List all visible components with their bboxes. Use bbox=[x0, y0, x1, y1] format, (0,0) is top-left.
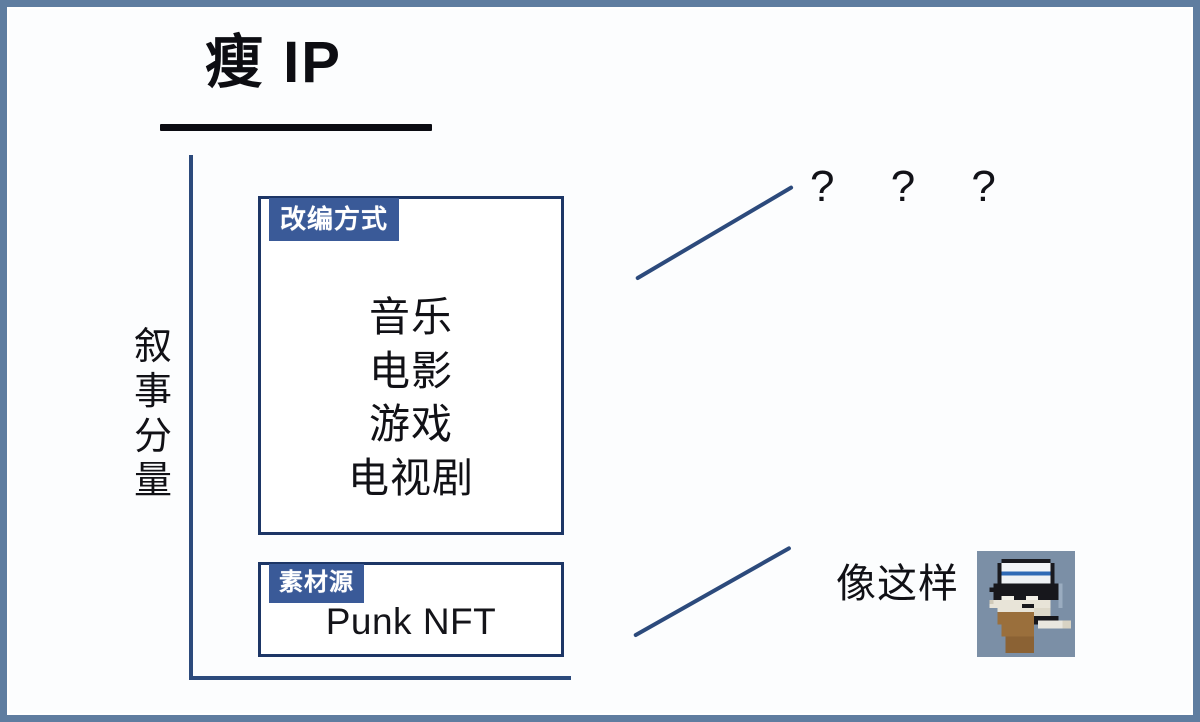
axis-label-char: 量 bbox=[133, 460, 172, 503]
list-item: 音乐 bbox=[369, 294, 453, 340]
panel-adaptation-tag: 改编方式 bbox=[269, 198, 400, 241]
list-item: 电影 bbox=[369, 347, 453, 394]
panel-adaptation-body: 音乐 电影 游戏 电视剧 bbox=[261, 291, 561, 506]
panel-adaptation[interactable]: 改编方式 音乐 电影 游戏 电视剧 bbox=[258, 196, 564, 535]
axis-label-char: 分 bbox=[133, 415, 172, 458]
panel-source-material-tag: 素材源 bbox=[269, 564, 364, 603]
axis-bracket-vertical bbox=[189, 155, 193, 680]
axis-label-char: 叙 bbox=[133, 326, 172, 368]
axis-bracket-bottom bbox=[189, 676, 571, 680]
annotation-like-this: 像这样 bbox=[836, 562, 959, 606]
list-item: 游戏 bbox=[369, 401, 453, 448]
list-item: 电视剧 bbox=[348, 455, 474, 502]
annotation-question-marks: ? ? ? bbox=[810, 162, 1018, 211]
title-underline bbox=[160, 124, 432, 131]
cryptopunk-avatar-icon bbox=[977, 551, 1075, 657]
list-item: Punk NFT bbox=[325, 601, 497, 642]
page-title: 瘦 IP bbox=[205, 30, 342, 95]
panel-source-material-body: Punk NFT bbox=[261, 602, 561, 642]
panel-source-material[interactable]: 素材源 Punk NFT bbox=[258, 562, 564, 657]
axis-label-char: 事 bbox=[133, 370, 172, 413]
axis-label-narrative-weight: 叙 事 分 量 bbox=[128, 325, 178, 504]
cryptopunk-avatar bbox=[977, 551, 1075, 657]
